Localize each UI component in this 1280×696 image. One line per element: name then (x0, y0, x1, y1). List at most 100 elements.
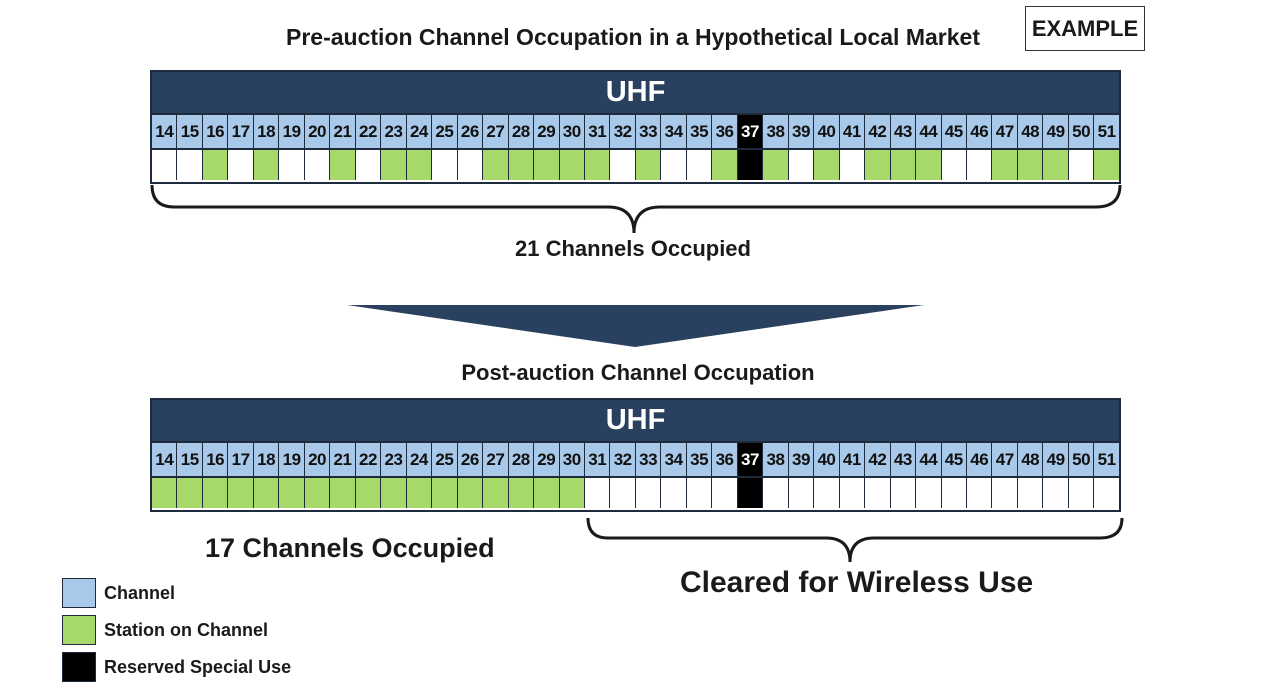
channel-28-status-occupied (508, 478, 535, 508)
channel-44-number: 44 (916, 443, 942, 476)
channel-24-status-occupied (406, 478, 433, 508)
legend-label: Channel (104, 582, 176, 603)
channel-31-status-empty (584, 478, 611, 508)
channel-40-status-occupied (814, 150, 840, 180)
channel-48-status-occupied (1017, 150, 1044, 180)
channel-43-status-occupied (890, 150, 917, 180)
channel-31-number: 31 (584, 115, 611, 148)
legend-label: Reserved Special Use (104, 656, 292, 677)
channel-31-status-occupied (584, 150, 611, 180)
channel-30-number: 30 (559, 115, 585, 148)
channel-19-status-empty (279, 150, 305, 180)
channel-47-number: 47 (992, 115, 1018, 148)
channel-29-number: 29 (534, 443, 560, 476)
channel-40-number: 40 (814, 115, 840, 148)
channel-26-status-empty (457, 150, 484, 180)
channel-22-status-empty (355, 150, 382, 180)
channel-40-number: 40 (814, 443, 840, 476)
channel-32-status-empty (610, 478, 636, 508)
channel-51-status-empty (1094, 478, 1119, 508)
channel-25-status-empty (432, 150, 458, 180)
channel-23-status-occupied (381, 150, 407, 180)
channel-34-status-empty (661, 478, 687, 508)
channel-33-number: 33 (635, 443, 662, 476)
channel-48-number: 48 (1017, 115, 1044, 148)
channel-51-number: 51 (1094, 115, 1119, 148)
channel-28-number: 28 (508, 443, 535, 476)
channel-16-status-occupied (202, 478, 229, 508)
channel-35-status-empty (686, 150, 713, 180)
channel-36-status-empty (712, 478, 738, 508)
channel-27-number: 27 (483, 443, 509, 476)
channel-35-number: 35 (686, 443, 713, 476)
station-status-row (152, 476, 1119, 508)
channel-27-status-occupied (483, 478, 509, 508)
channel-50-number: 50 (1068, 115, 1095, 148)
channel-21-status-occupied (330, 150, 356, 180)
channel-25-number: 25 (432, 443, 458, 476)
channel-25-status-occupied (432, 478, 458, 508)
channel-42-number: 42 (865, 115, 891, 148)
channel-41-number: 41 (839, 443, 866, 476)
channel-27-number: 27 (483, 115, 509, 148)
channel-16-number: 16 (202, 115, 229, 148)
channel-37-number: 37 (737, 443, 764, 476)
channel-36-number: 36 (712, 443, 738, 476)
channel-33-number: 33 (635, 115, 662, 148)
channel-39-status-empty (788, 478, 815, 508)
reserved-swatch (62, 652, 96, 682)
channel-44-number: 44 (916, 115, 942, 148)
channel-50-status-empty (1068, 478, 1095, 508)
channel-29-number: 29 (534, 115, 560, 148)
channel-33-status-empty (635, 478, 662, 508)
channel-30-status-occupied (559, 478, 585, 508)
channel-15-status-empty (177, 150, 203, 180)
uhf-band-header: UHF (152, 72, 1119, 115)
channel-19-status-occupied (279, 478, 305, 508)
channel-48-number: 48 (1017, 443, 1044, 476)
channel-48-status-empty (1017, 478, 1044, 508)
channel-41-status-empty (839, 150, 866, 180)
channel-46-status-empty (967, 150, 993, 180)
channel-46-number: 46 (967, 115, 993, 148)
channel-20-number: 20 (304, 443, 331, 476)
channel-42-status-occupied (865, 150, 891, 180)
channel-19-number: 19 (279, 115, 305, 148)
channel-49-status-occupied (1043, 150, 1069, 180)
channel-14-status-occupied (152, 478, 178, 508)
channel-20-number: 20 (304, 115, 331, 148)
channel-23-number: 23 (381, 115, 407, 148)
channel-43-status-empty (890, 478, 917, 508)
channel-51-status-occupied (1094, 150, 1119, 180)
channel-45-number: 45 (941, 115, 967, 148)
channel-43-number: 43 (890, 115, 917, 148)
channel-27-status-occupied (483, 150, 509, 180)
channel-18-status-occupied (253, 478, 280, 508)
channel-18-status-occupied (253, 150, 280, 180)
channel-30-number: 30 (559, 443, 585, 476)
channel-43-number: 43 (890, 443, 917, 476)
channel-17-status-empty (228, 150, 254, 180)
channel-15-number: 15 (177, 115, 203, 148)
channel-37-number: 37 (737, 115, 764, 148)
channel-14-number: 14 (152, 443, 178, 476)
channel-50-status-empty (1068, 150, 1095, 180)
channel-44-status-occupied (916, 150, 942, 180)
channel-26-number: 26 (457, 115, 484, 148)
channel-19-number: 19 (279, 443, 305, 476)
pre-occupied-brace (150, 184, 1122, 234)
channel-20-status-empty (304, 150, 331, 180)
channel-39-number: 39 (788, 443, 815, 476)
channel-21-number: 21 (330, 443, 356, 476)
channel-34-number: 34 (661, 115, 687, 148)
channel-47-status-empty (992, 478, 1018, 508)
channel-32-number: 32 (610, 443, 636, 476)
pre-occupied-caption: 21 Channels Occupied (515, 236, 751, 261)
channel-15-number: 15 (177, 443, 203, 476)
channel-24-number: 24 (406, 443, 433, 476)
example-label: EXAMPLE (1025, 6, 1145, 51)
channel-50-number: 50 (1068, 443, 1095, 476)
channel-37-status-reserved (737, 478, 764, 508)
cleared-caption: Cleared for Wireless Use (680, 566, 1034, 599)
